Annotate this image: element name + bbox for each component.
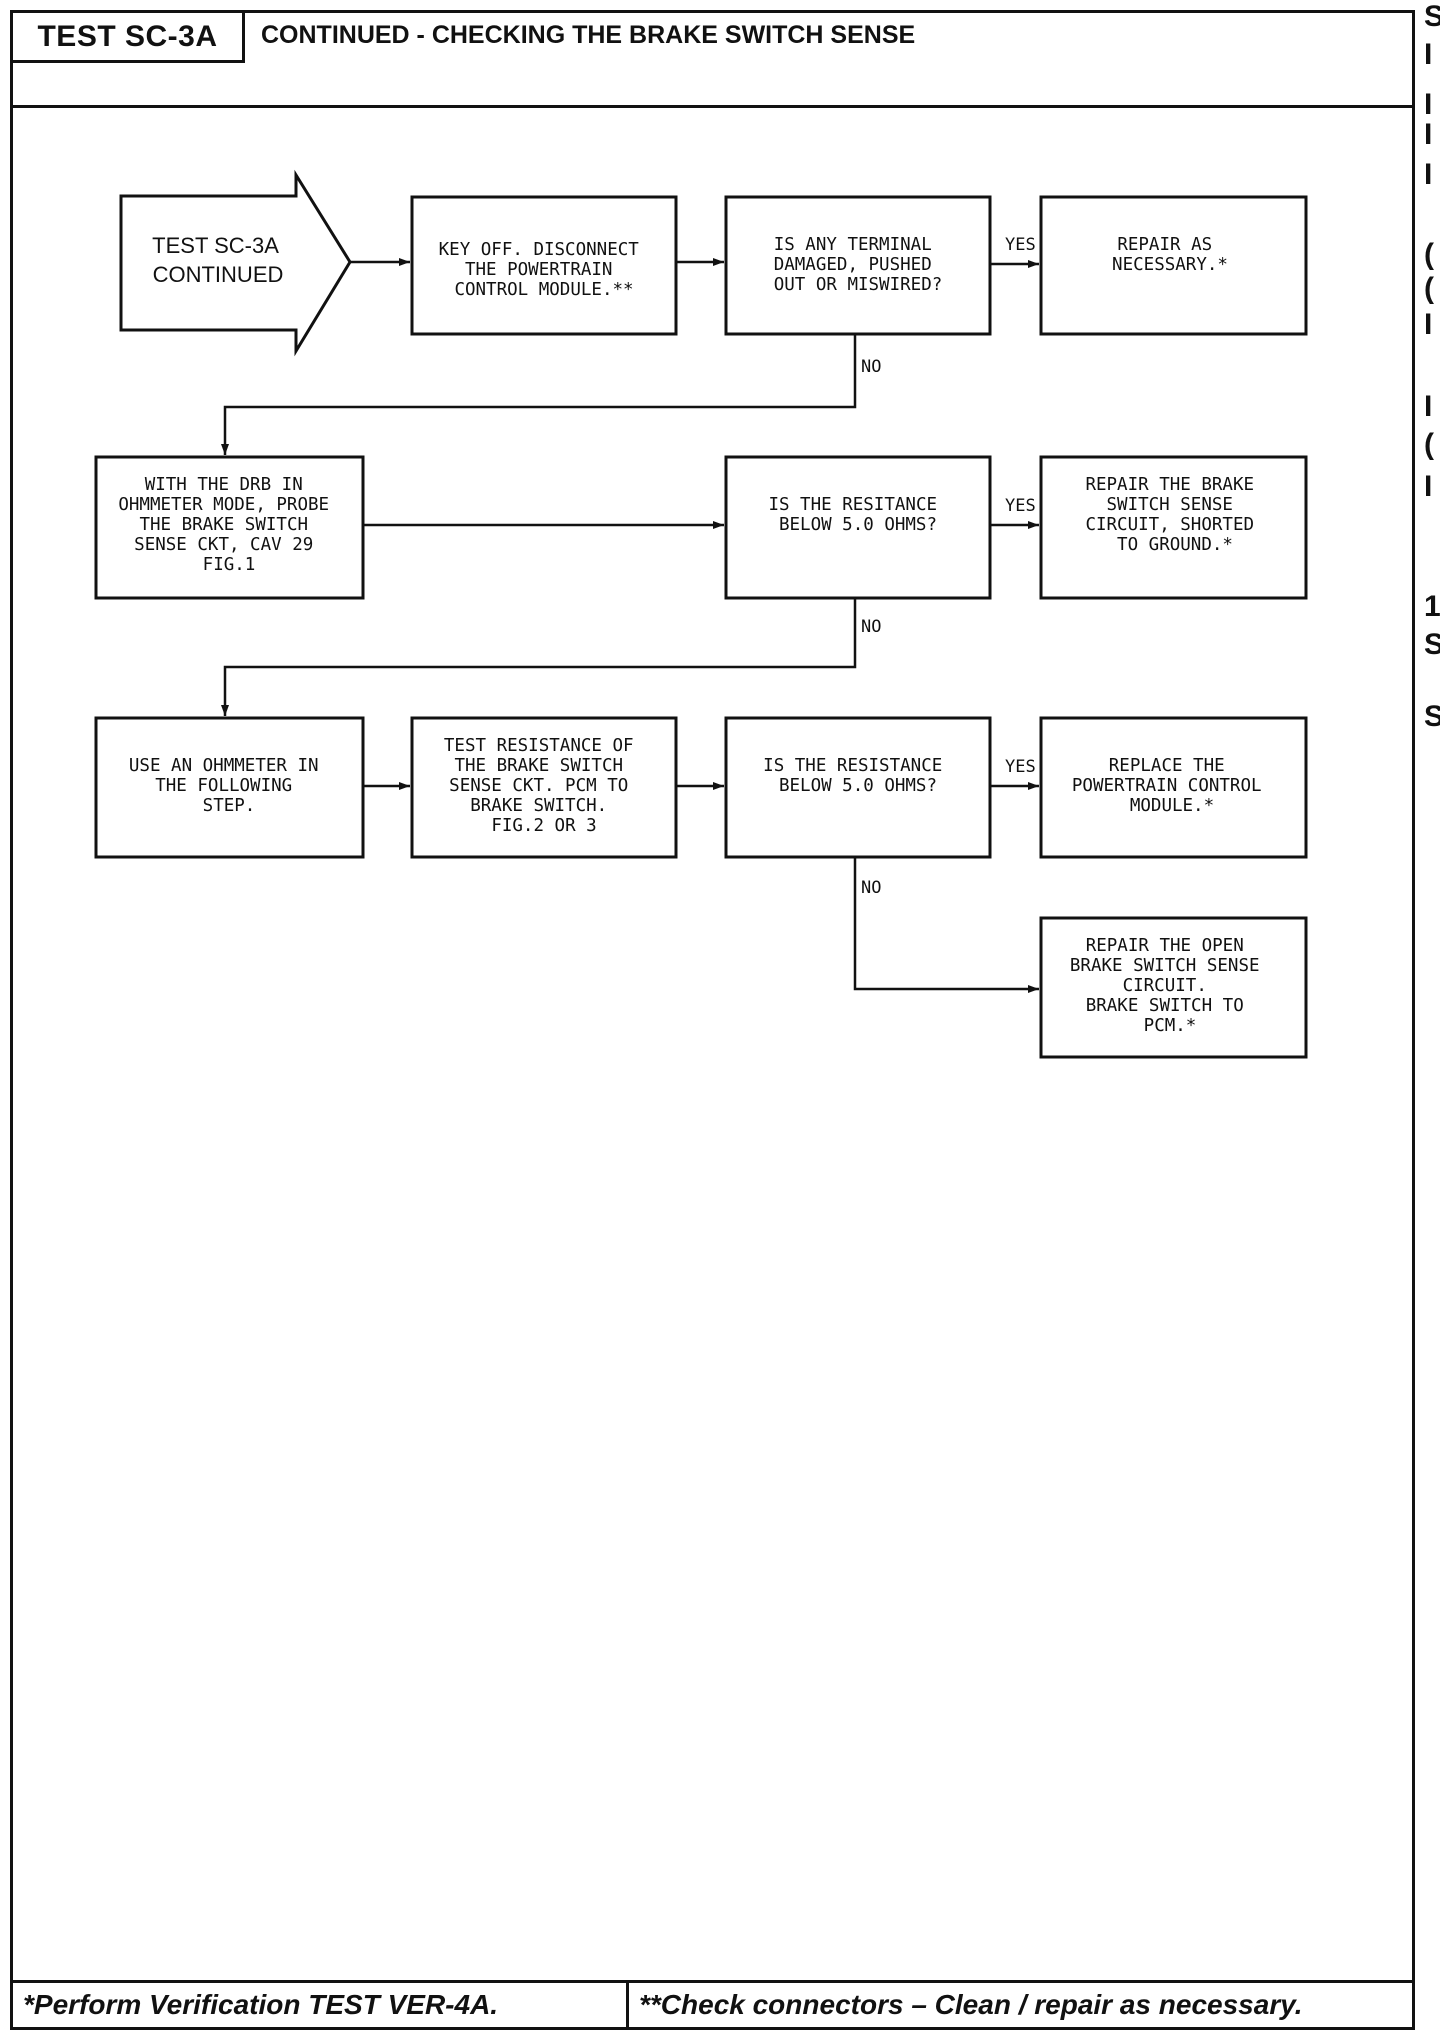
- action-repair-as-necessary-box: [1039, 195, 1308, 336]
- header: TEST SC-3A CONTINUED - CHECKING THE BRAK…: [13, 13, 1412, 108]
- action-repair-open-circuit-text: REPAIR THE OPEN BRAKE SWITCH SENSE CIRCU…: [1070, 936, 1270, 1036]
- edge-mark: (: [1424, 428, 1434, 461]
- yes-label-row3: YES: [1005, 757, 1036, 777]
- footer: *Perform Verification TEST VER-4A. **Che…: [13, 1980, 1412, 2027]
- question-resistance-row2-box: [724, 455, 992, 600]
- step-drb-ohmmeter-text: WITH THE DRB IN OHMMETER MODE, PROBE THE…: [118, 475, 339, 575]
- step-use-ohmmeter-box: [94, 716, 365, 859]
- start-label: TEST SC-3A CONTINUED: [152, 233, 284, 287]
- question-terminal-damaged-text: IS ANY TERMINAL DAMAGED, PUSHED OUT OR M…: [774, 235, 943, 295]
- footnote-connectors: **Check connectors – Clean / repair as n…: [639, 1989, 1303, 2020]
- edge-mark: I: [1424, 308, 1433, 341]
- edge-mark: I: [1424, 470, 1433, 503]
- yes-label-row2: YES: [1005, 496, 1036, 516]
- action-replace-pcm-text: REPLACE THE POWERTRAIN CONTROL MODULE.*: [1072, 756, 1272, 816]
- connector-no-row1: [221, 334, 857, 455]
- test-id-label: TEST SC-3A: [13, 13, 245, 63]
- step-use-ohmmeter-text: USE AN OHMMETER IN THE FOLLOWING STEP.: [129, 756, 329, 816]
- action-repair-as-necessary-text: REPAIR AS NECESSARY.*: [1112, 235, 1228, 275]
- edge-mark: S: [1424, 0, 1440, 33]
- step-drb-ohmmeter-box: [94, 455, 365, 600]
- footer-divider: [626, 1983, 629, 2027]
- edge-mark: I: [1424, 390, 1433, 423]
- question-resistance-row2-text: IS THE RESITANCE BELOW 5.0 OHMS?: [768, 495, 947, 535]
- step-test-resistance-text: TEST RESISTANCE OF THE BRAKE SWITCH SENS…: [444, 736, 644, 836]
- edge-mark: I: [1424, 118, 1433, 151]
- page-frame: TEST SC-3A CONTINUED - CHECKING THE BRAK…: [10, 10, 1415, 2030]
- no-label-row2: NO: [861, 617, 881, 637]
- connector-no-row3: [853, 857, 1039, 993]
- edge-mark: I: [1424, 158, 1433, 191]
- edge-mark: S: [1424, 628, 1440, 661]
- page-title: CONTINUED - CHECKING THE BRAKE SWITCH SE…: [261, 21, 916, 49]
- right-edge-marks: S I I I I ( ( I I ( I 1 S S: [1424, 0, 1440, 2042]
- edge-mark: S: [1424, 700, 1440, 733]
- action-repair-shorted-box: [1039, 455, 1308, 600]
- no-label-row3: NO: [861, 878, 881, 898]
- start-arrow-shape: [119, 169, 352, 357]
- step-test-resistance-box: [410, 716, 678, 859]
- edge-mark: (: [1424, 238, 1434, 271]
- step-disconnect-pcm-box: [410, 195, 678, 336]
- action-repair-shorted-text: REPAIR THE BRAKE SWITCH SENSE CIRCUIT, S…: [1085, 475, 1264, 555]
- footnote-verification: *Perform Verification TEST VER-4A.: [23, 1989, 499, 2020]
- question-resistance-row3-box: [724, 716, 992, 859]
- no-label-row1: NO: [861, 357, 881, 377]
- action-replace-pcm-box: [1039, 716, 1308, 859]
- edge-mark: 1: [1424, 590, 1440, 623]
- yes-label-row1: YES: [1005, 235, 1036, 255]
- question-terminal-damaged-box: [724, 195, 992, 336]
- edge-mark: I: [1424, 38, 1433, 71]
- edge-mark: I: [1424, 88, 1433, 121]
- action-repair-open-circuit-box: [1039, 916, 1308, 1059]
- step-disconnect-pcm-text: KEY OFF. DISCONNECT THE POWERTRAIN CONTR…: [439, 240, 650, 300]
- connector-no-row2: [221, 598, 857, 716]
- question-resistance-row3-text: IS THE RESISTANCE BELOW 5.0 OHMS?: [763, 756, 953, 796]
- edge-mark: (: [1424, 272, 1434, 305]
